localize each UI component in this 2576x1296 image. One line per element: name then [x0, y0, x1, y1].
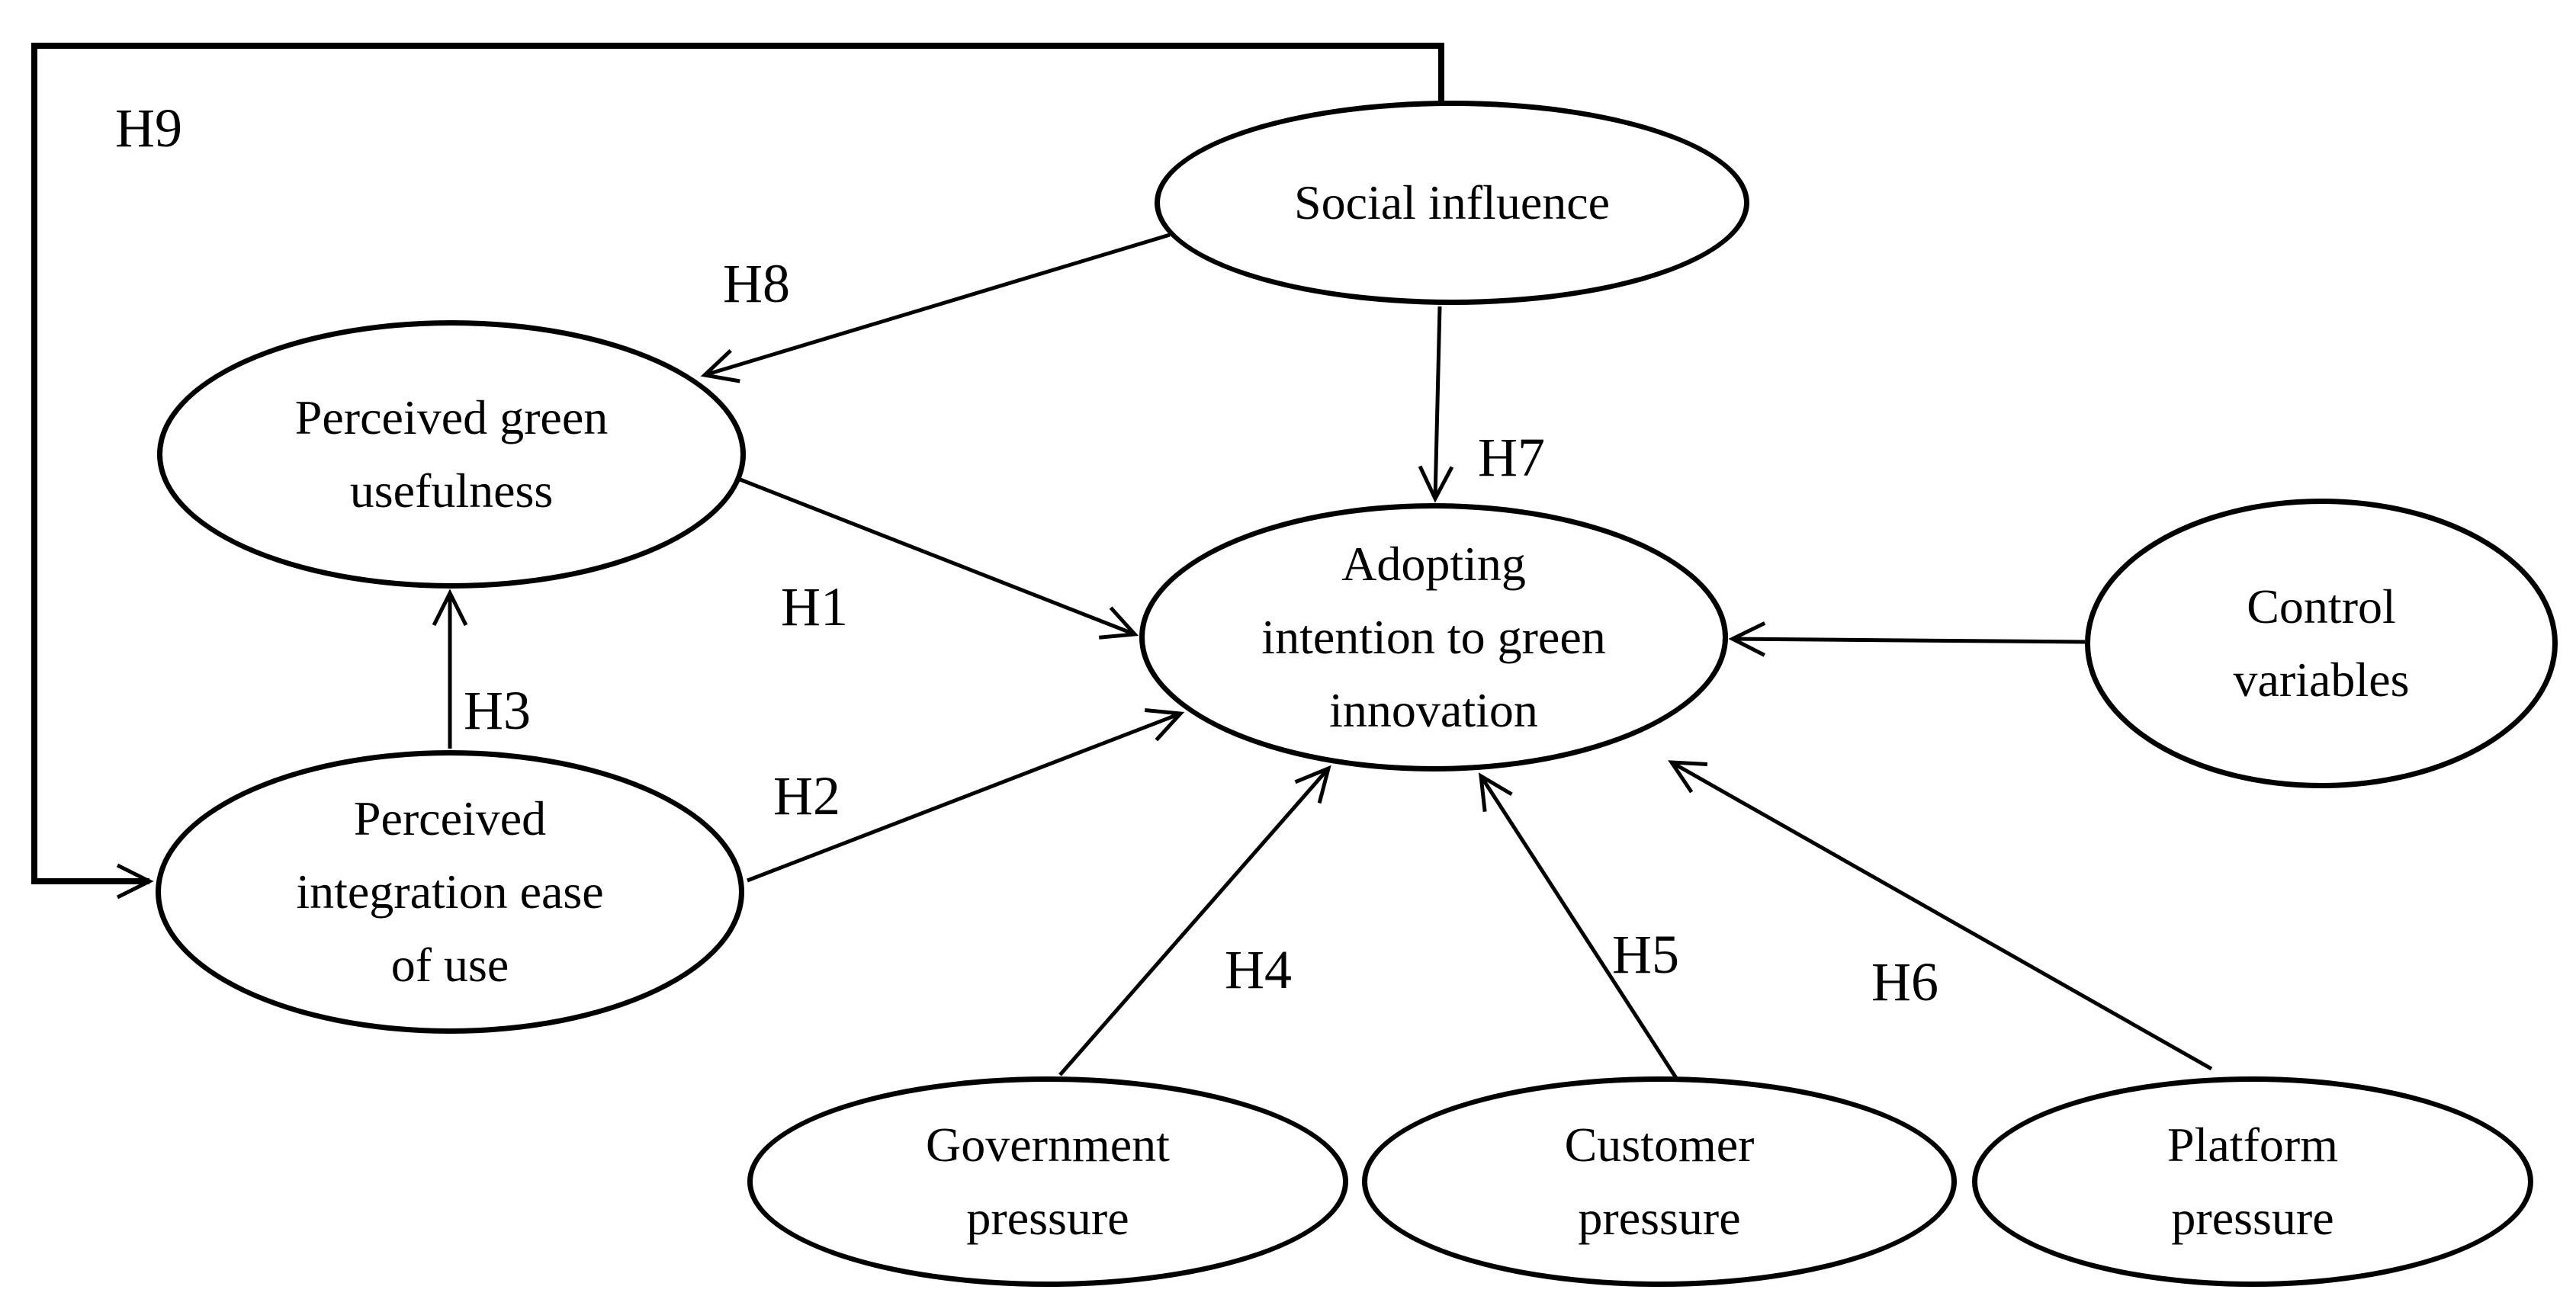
hypothesis-label-h3: H3: [464, 680, 531, 741]
node-adopting-intention-label: Adopting intention to green innovation: [1261, 537, 1606, 737]
node-social-influence-label: Social influence: [1293, 175, 1611, 229]
hypothesis-label-h4: H4: [1225, 939, 1292, 1000]
node-government-pressure: Government pressure: [747, 1076, 1348, 1287]
h7-arrow: [1418, 306, 1454, 503]
node-perceived-green-usefulness-label: Perceived green usefulness: [294, 390, 609, 518]
h5-arrow: [1478, 772, 1678, 1079]
hypothesis-label-h8: H8: [723, 253, 790, 314]
node-customer-pressure: Customer pressure: [1362, 1076, 1957, 1287]
hypothesis-label-h7: H7: [1478, 427, 1545, 488]
node-perceived-integration-ease-of-use: Perceived integration ease of use: [156, 750, 744, 1034]
node-perceived-integration-ease-of-use-label: Perceived integration ease of use: [296, 791, 604, 992]
h2-arrow: [747, 708, 1185, 883]
node-control-variables-label: Control variables: [2233, 579, 2410, 707]
h1-arrow: [737, 476, 1139, 640]
hypothesis-label-h2: H2: [773, 765, 840, 826]
h8-arrow: [700, 233, 1171, 383]
node-perceived-green-usefulness: Perceived green usefulness: [157, 320, 746, 589]
hypothesis-label-h1: H1: [781, 576, 848, 637]
h9-arrow: [31, 43, 1444, 900]
hypothesis-label-h5: H5: [1612, 924, 1679, 985]
h4-arrow: [1058, 765, 1331, 1076]
hypothesis-label-h9: H9: [115, 98, 182, 159]
node-government-pressure-label: Government pressure: [926, 1118, 1170, 1245]
node-platform-pressure: Platform pressure: [1972, 1076, 2533, 1287]
h6-arrow: [1668, 760, 2213, 1071]
node-control-variables: Control variables: [2085, 499, 2558, 788]
node-social-influence: Social influence: [1155, 101, 1749, 305]
node-platform-pressure-label: Platform pressure: [2167, 1118, 2338, 1245]
hypothesis-label-h6: H6: [1871, 951, 1938, 1012]
control-variables-arrow: [1728, 621, 2086, 657]
node-customer-pressure-label: Customer pressure: [1564, 1118, 1755, 1245]
node-adopting-intention: Adopting intention to green innovation: [1139, 503, 1728, 772]
